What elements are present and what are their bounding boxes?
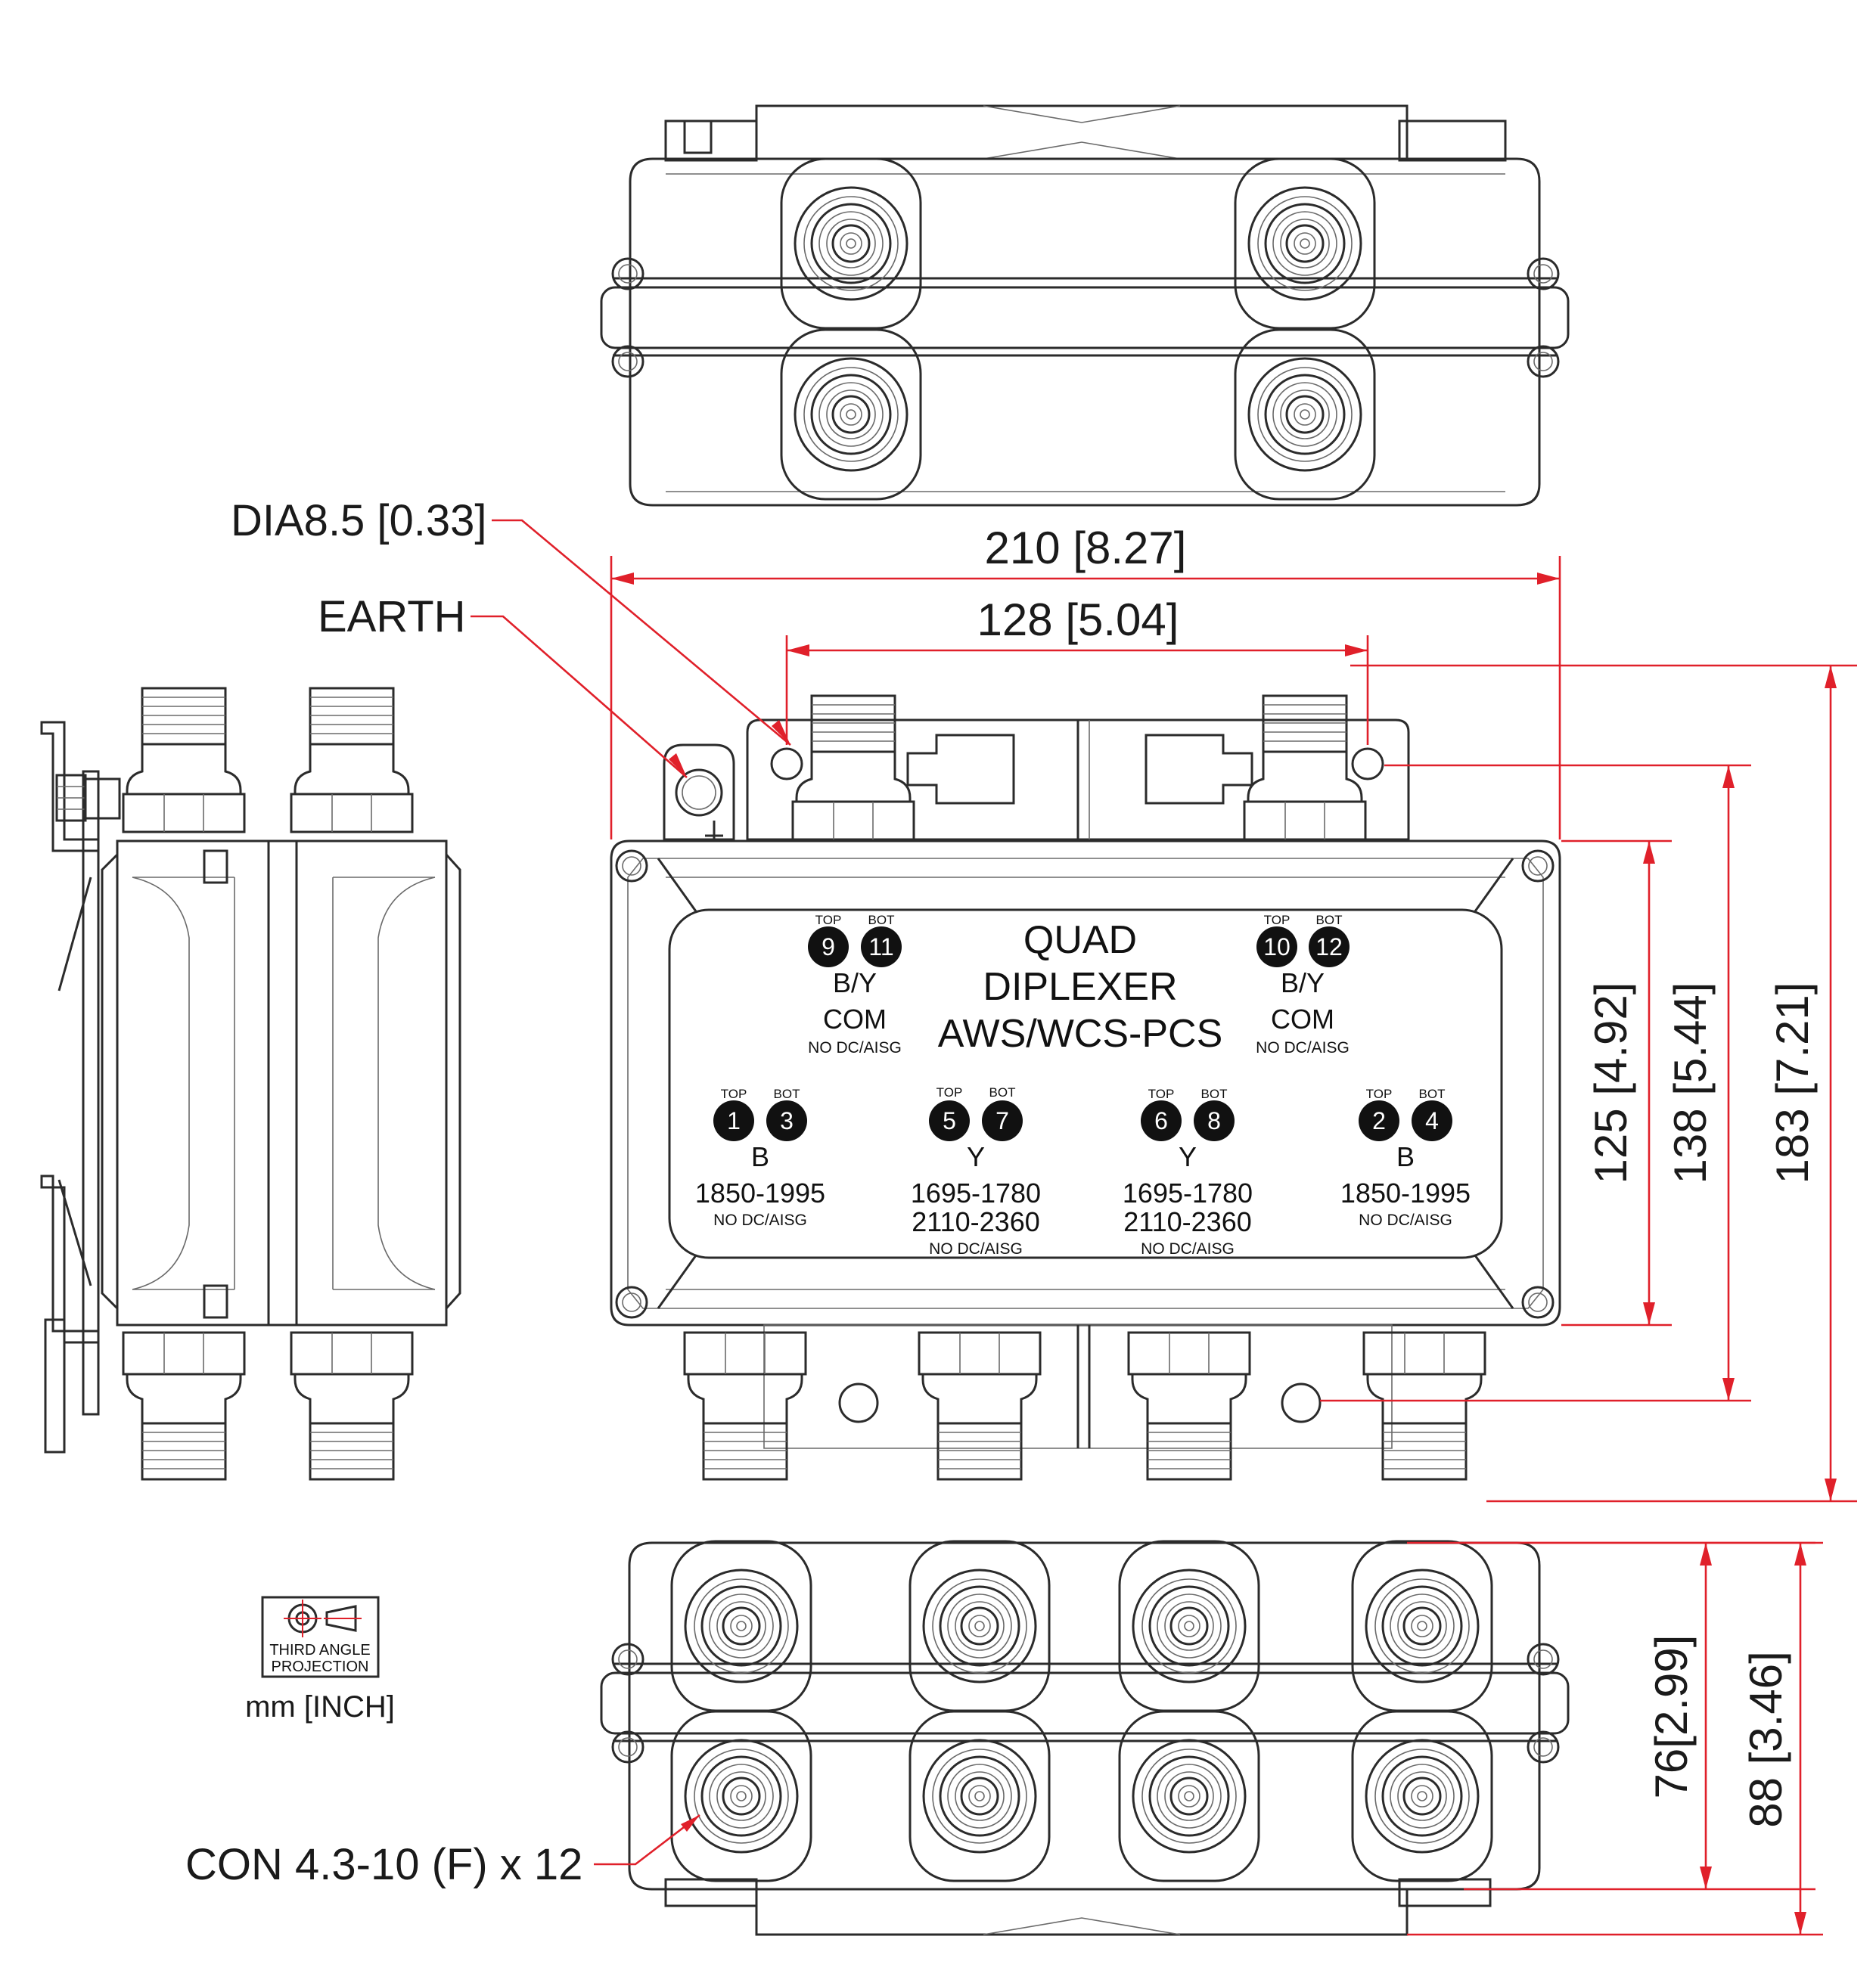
port-number: 11: [868, 933, 893, 960]
port-badge: [1359, 1100, 1399, 1141]
top-tag: TOP: [815, 913, 842, 927]
dim-height-body: 125 [4.92]: [1586, 982, 1636, 1184]
no-dc-note: NO DC/AISG: [808, 1039, 902, 1057]
top-tag: TOP: [936, 1085, 963, 1100]
port-badge: [1256, 926, 1297, 967]
port-number: 9: [822, 933, 835, 960]
band-label: B/Y: [833, 967, 877, 998]
dimension-lines: [471, 519, 1857, 1936]
band-label: Y: [967, 1141, 985, 1172]
bot-tag: BOT: [1201, 1087, 1228, 1101]
port-group-9-11: TOP BOT 9 11 B/Y COM NO DC/AISG: [808, 913, 902, 1057]
bottom-view: [600, 1540, 1570, 1936]
plate-title-line2: DIPLEXER: [983, 965, 1177, 1009]
dim-depth-overall: 88 [3.46]: [1741, 1651, 1791, 1828]
freq-line1: COM: [1271, 1004, 1334, 1035]
dim-height-overall: 183 [7.21]: [1767, 982, 1818, 1184]
port-badge: [808, 926, 849, 967]
band-label: B: [1396, 1141, 1415, 1172]
side-view: [40, 687, 461, 1481]
port-group-6-8: TOP BOT 6 8 Y 1695-1780 2110-2360 NO DC/…: [1123, 1087, 1253, 1258]
no-dc-note: NO DC/AISG: [929, 1240, 1023, 1258]
band-label: B/Y: [1281, 967, 1325, 998]
port-group-5-7: TOP BOT 5 7 Y 1695-1780 2110-2360 NO DC/…: [911, 1085, 1041, 1258]
port-badge: [766, 1100, 807, 1141]
port-badge: [1309, 926, 1350, 967]
top-tag: TOP: [1264, 913, 1291, 927]
freq-line2: 2110-2360: [1123, 1206, 1252, 1237]
band-label: Y: [1179, 1141, 1197, 1172]
freq-line1: 1850-1995: [695, 1178, 825, 1209]
projection-symbol: THIRD ANGLE PROJECTION mm [INCH]: [245, 1596, 395, 1724]
port-group-1-3: TOP BOT 1 3 B 1850-1995 NO DC/AISG: [695, 1087, 825, 1229]
dim-width-overall: 210 [8.27]: [985, 523, 1187, 573]
top-tag: TOP: [1148, 1087, 1175, 1101]
callout-hole-diameter: DIA8.5 [0.33]: [231, 496, 487, 545]
top-view: [600, 104, 1570, 507]
dimension-labels: 210 [8.27] 128 [5.04] 125 [4.92] 138 [5.…: [977, 523, 1818, 1828]
port-number: 3: [780, 1107, 794, 1134]
bot-tag: BOT: [1316, 913, 1343, 927]
port-badge: [929, 1100, 970, 1141]
units-label: mm [INCH]: [245, 1690, 395, 1724]
callouts: DIA8.5 [0.33] EARTH CON 4.3-10 (F) x 12: [185, 496, 582, 1889]
port-number: 5: [943, 1107, 956, 1134]
dim-depth-body: 76[2.99]: [1646, 1635, 1697, 1799]
port-badge: [1412, 1100, 1452, 1141]
dim-height-mount: 138 [5.44]: [1665, 982, 1716, 1184]
front-view: [610, 694, 1561, 1481]
port-group-2-4: TOP BOT 2 4 B 1850-1995 NO DC/AISG: [1340, 1087, 1471, 1229]
plate-title-line3: AWS/WCS-PCS: [938, 1012, 1223, 1056]
bot-tag: BOT: [989, 1085, 1016, 1100]
bot-tag: BOT: [1419, 1087, 1446, 1101]
freq-line1: COM: [823, 1004, 887, 1035]
no-dc-note: NO DC/AISG: [1141, 1240, 1235, 1258]
top-tag: TOP: [1366, 1087, 1393, 1101]
port-number: 7: [995, 1107, 1009, 1134]
freq-line1: 1850-1995: [1340, 1178, 1471, 1209]
port-group-10-12: TOP BOT 10 12 B/Y COM NO DC/AISG: [1256, 913, 1350, 1057]
band-label: B: [751, 1141, 769, 1172]
port-number: 6: [1154, 1107, 1168, 1134]
no-dc-note: NO DC/AISG: [713, 1212, 807, 1229]
label-plate: QUAD DIPLEXER AWS/WCS-PCS TOP BOT 9 11 B…: [695, 913, 1471, 1258]
freq-line1: 1695-1780: [911, 1178, 1041, 1209]
no-dc-note: NO DC/AISG: [1359, 1212, 1452, 1229]
port-badge: [1141, 1100, 1182, 1141]
port-badge: [982, 1100, 1023, 1141]
no-dc-note: NO DC/AISG: [1256, 1039, 1350, 1057]
projection-cone-icon: [325, 1605, 357, 1632]
port-number: 10: [1263, 933, 1291, 960]
port-badge: [713, 1100, 754, 1141]
port-number: 1: [727, 1107, 741, 1134]
port-badge: [1194, 1100, 1235, 1141]
bot-tag: BOT: [774, 1087, 800, 1101]
callout-connector: CON 4.3-10 (F) x 12: [185, 1840, 582, 1889]
top-tag: TOP: [721, 1087, 747, 1101]
freq-line1: 1695-1780: [1123, 1178, 1253, 1209]
port-number: 12: [1315, 933, 1343, 960]
projection-line2: PROJECTION: [272, 1659, 369, 1675]
port-number: 2: [1372, 1107, 1386, 1134]
freq-line2: 2110-2360: [912, 1206, 1040, 1237]
dim-width-mount: 128 [5.04]: [977, 594, 1179, 645]
plate-title-line1: QUAD: [1023, 918, 1137, 962]
port-badge: [861, 926, 902, 967]
projection-line1: THIRD ANGLE: [269, 1642, 370, 1659]
port-number: 4: [1425, 1107, 1439, 1134]
callout-earth: EARTH: [318, 592, 466, 641]
port-number: 8: [1207, 1107, 1221, 1134]
bot-tag: BOT: [868, 913, 895, 927]
